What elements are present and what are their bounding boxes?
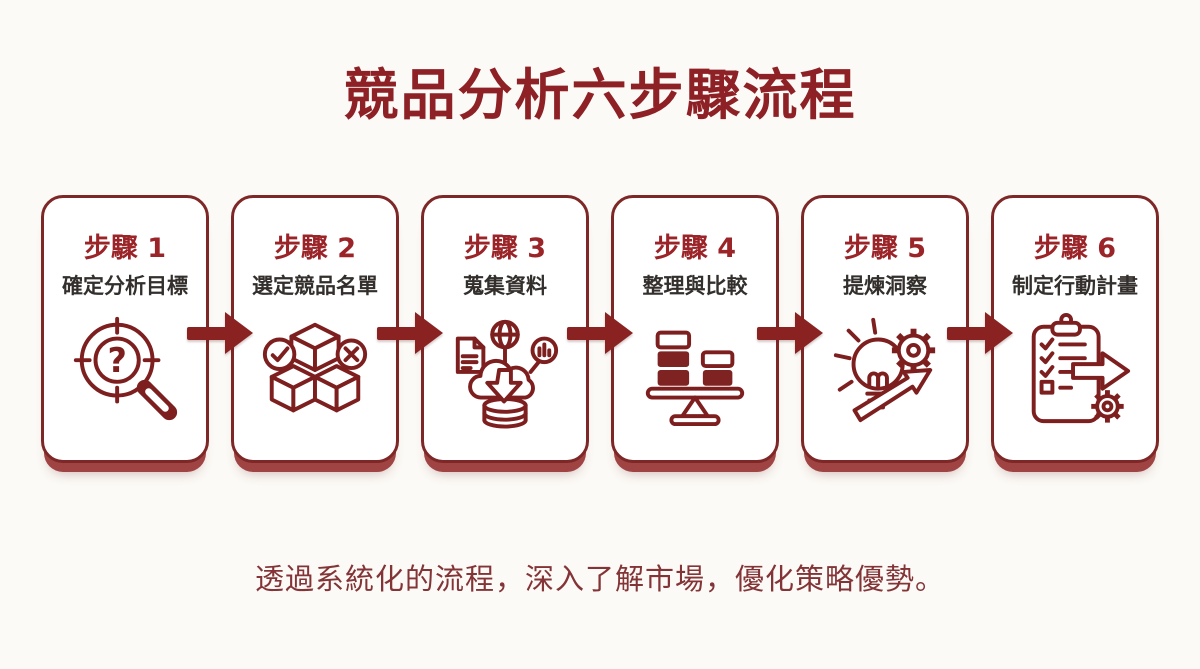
arrow-shaft: [377, 327, 417, 340]
svg-text:?: ?: [107, 341, 126, 380]
step-card-6: 步驟 6 制定行動計畫: [991, 195, 1159, 463]
step-icon-wrap: [445, 310, 565, 430]
arrow-shaft: [947, 327, 987, 340]
step-label: 步驟 6: [1033, 233, 1117, 264]
arrow-shaft: [187, 327, 227, 340]
arrow-shaft: [567, 327, 607, 340]
flow-arrow-1: [187, 312, 253, 354]
step-icon-wrap: [825, 310, 945, 430]
arrow-head: [985, 312, 1013, 354]
step-icon-wrap: [1015, 310, 1135, 430]
step-icon-wrap: [255, 310, 375, 430]
step-name: 蒐集資料: [463, 274, 547, 298]
steps-row: 步驟 1 確定分析目標 ? 步驟 2 選定競品名單: [41, 195, 1159, 485]
step-card-1: 步驟 1 確定分析目標 ?: [41, 195, 209, 463]
step-name: 選定競品名單: [252, 274, 378, 298]
balance-compare-icon: [645, 330, 745, 427]
arrow-head: [415, 312, 443, 354]
footer-caption: 透過系統化的流程，深入了解市場，優化策略優勢。: [254, 562, 945, 596]
step-name: 制定行動計畫: [1012, 274, 1138, 298]
flow-arrow-2: [377, 312, 443, 354]
step-card-3: 步驟 3 蒐集資料: [421, 195, 589, 463]
data-collection-icon: [455, 319, 559, 429]
step-card-4: 步驟 4 整理與比較: [611, 195, 779, 463]
clipboard-plan-icon: [1031, 312, 1131, 424]
step-label: 步驟 5: [843, 233, 927, 264]
target-magnifier-icon: ?: [73, 316, 178, 421]
flow-arrow-3: [567, 312, 633, 354]
arrow-shaft: [757, 327, 797, 340]
arrow-head: [225, 312, 253, 354]
step-label: 步驟 2: [273, 233, 357, 264]
step-name: 整理與比較: [642, 274, 748, 298]
arrow-head: [605, 312, 633, 354]
step-name: 提煉洞察: [843, 274, 927, 298]
step-card-2: 步驟 2 選定競品名單: [231, 195, 399, 463]
arrow-head: [795, 312, 823, 354]
step-card-5: 步驟 5 提煉洞察: [801, 195, 969, 463]
step-label: 步驟 3: [463, 233, 547, 264]
flow-arrow-5: [947, 312, 1013, 354]
step-icon-wrap: ?: [65, 310, 185, 430]
page-title: 競品分析六步驟流程: [343, 63, 857, 127]
step-label: 步驟 1: [83, 233, 167, 264]
step-name: 確定分析目標: [62, 274, 188, 298]
flow-arrow-4: [757, 312, 823, 354]
step-icon-wrap: [635, 310, 755, 430]
lightbulb-gear-icon: [833, 317, 936, 423]
boxes-select-icon: [262, 322, 368, 413]
step-label: 步驟 4: [653, 233, 737, 264]
